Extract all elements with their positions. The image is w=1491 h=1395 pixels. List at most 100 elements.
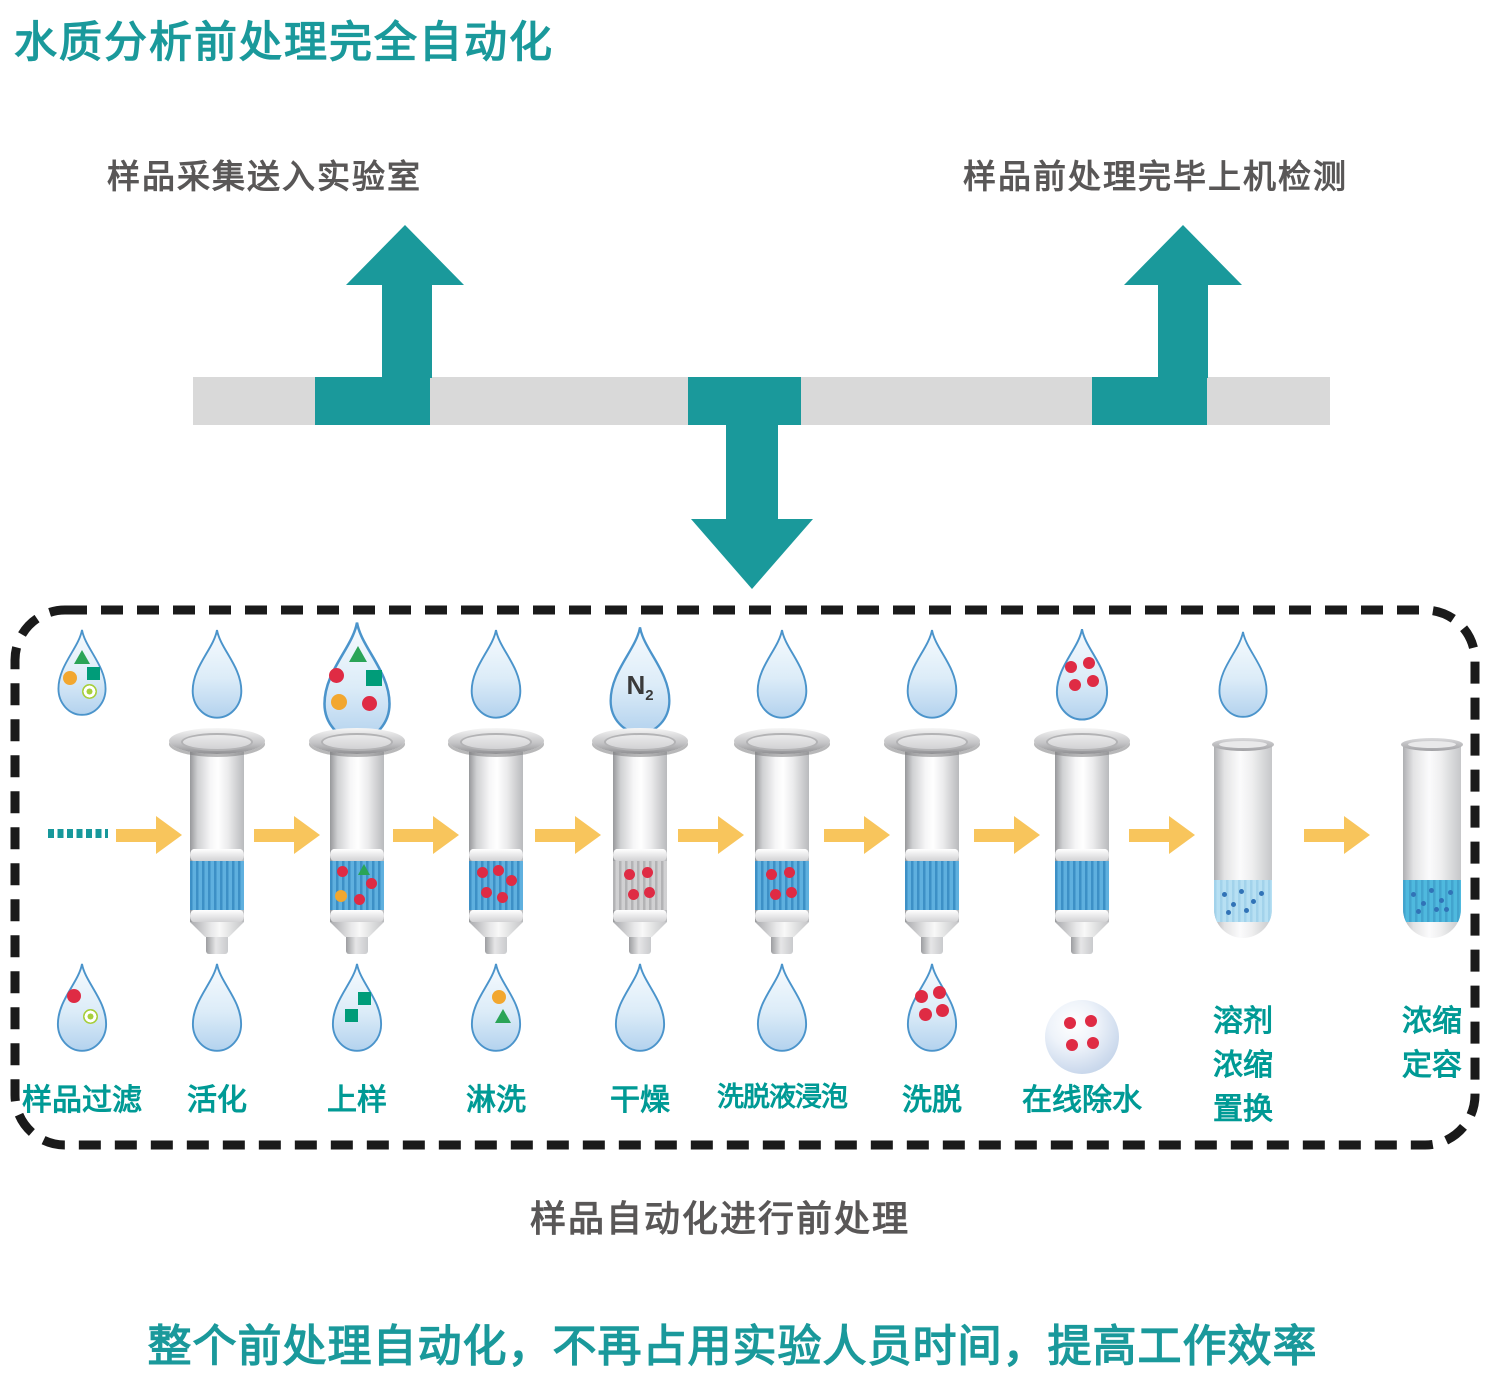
red-dot-icon xyxy=(919,1008,932,1021)
droplet-icon xyxy=(464,628,528,721)
up-arrow-right-stem xyxy=(1158,284,1208,378)
droplet-icon xyxy=(608,962,672,1054)
orange-dot-icon xyxy=(335,890,347,902)
up-arrow-right-base xyxy=(1092,377,1207,425)
red-dot-icon xyxy=(936,1004,949,1017)
red-dot-icon xyxy=(1087,675,1099,687)
green-square-icon xyxy=(87,667,100,680)
nitrogen-droplet-icon: N2 xyxy=(600,625,680,737)
tube-liquid xyxy=(1214,880,1272,922)
red-dot-icon xyxy=(493,865,504,876)
red-dot-icon xyxy=(766,869,777,880)
sorbent-band-dry xyxy=(613,861,667,910)
red-dot-icon xyxy=(497,892,508,903)
spe-cartridge xyxy=(448,728,544,958)
red-dot-icon xyxy=(628,889,639,900)
flow-arrow-icon xyxy=(535,816,601,854)
red-dot-icon xyxy=(624,869,635,880)
red-dot-icon xyxy=(354,894,365,905)
green-triangle-icon xyxy=(74,650,90,664)
sample-droplet-icon xyxy=(51,628,113,718)
ring-dot-icon xyxy=(83,1009,98,1024)
step-label: 在线除水 xyxy=(1022,1084,1142,1117)
sorbent-band xyxy=(190,861,244,910)
up-arrow-left-icon xyxy=(346,225,464,285)
red-dot-icon xyxy=(915,990,928,1003)
droplet-icon xyxy=(900,628,964,721)
spe-cartridge xyxy=(169,728,265,958)
spe-cartridge xyxy=(1034,728,1130,958)
green-square-icon xyxy=(358,992,371,1005)
red-dot-icon xyxy=(1066,1039,1078,1051)
process-dashed-box xyxy=(10,605,1480,1150)
down-arrow-stem xyxy=(726,425,778,520)
spe-cartridge xyxy=(592,728,688,958)
page-title: 水质分析前处理完全自动化 xyxy=(14,19,554,67)
up-arrow-left-stem xyxy=(382,284,432,378)
red-dot-icon xyxy=(1064,1017,1076,1029)
red-dot-icon xyxy=(644,887,655,898)
cartridge-cap xyxy=(884,728,980,754)
droplet-icon xyxy=(1212,630,1274,720)
red-dot-icon xyxy=(1069,679,1081,691)
down-arrow-icon xyxy=(691,519,813,589)
dry-extract-sphere-icon xyxy=(1045,1000,1119,1074)
flow-arrow-icon xyxy=(1129,816,1195,854)
test-tube xyxy=(1401,738,1463,940)
droplet-icon xyxy=(185,628,249,721)
flow-arrow-icon xyxy=(678,816,744,854)
cartridge-barrel xyxy=(190,741,244,922)
sample-droplet-icon xyxy=(312,620,402,744)
process-caption: 样品自动化进行前处理 xyxy=(529,1198,910,1239)
cartridge-cap xyxy=(309,728,405,754)
sorbent-band xyxy=(755,861,809,910)
test-tube xyxy=(1212,738,1274,940)
red-dot-icon xyxy=(477,867,488,878)
step-label: 上样 xyxy=(327,1084,387,1117)
red-dot-icon xyxy=(1087,1037,1099,1049)
red-dot-icon xyxy=(786,887,797,898)
green-triangle-icon xyxy=(495,1009,511,1023)
red-dot-icon xyxy=(1083,657,1095,669)
red-dot-icon xyxy=(784,867,795,878)
flow-arrow-icon xyxy=(116,816,182,854)
flow-arrow-icon xyxy=(1304,816,1370,854)
tube-rim xyxy=(1401,738,1463,751)
step-label: 洗脱 xyxy=(902,1084,962,1117)
red-dot-icon xyxy=(1065,661,1077,673)
red-dot-icon xyxy=(642,867,653,878)
down-arrow-base xyxy=(688,377,801,425)
eluate-droplet-icon xyxy=(900,962,964,1054)
ring-dot-icon xyxy=(82,684,97,699)
step-label: 活化 xyxy=(187,1084,247,1117)
filtered-droplet-icon xyxy=(50,962,114,1054)
red-dot-icon xyxy=(770,889,781,900)
green-square-icon xyxy=(345,1009,358,1022)
green-square-icon xyxy=(366,670,382,686)
step-label: 洗脱液浸泡 xyxy=(717,1082,848,1112)
sorbent-band xyxy=(1055,861,1109,910)
nitrogen-label: N2 xyxy=(626,669,654,704)
cartridge-cap xyxy=(169,728,265,754)
step-label-multiline: 浓缩 定容 xyxy=(1402,1005,1462,1082)
orange-dot-icon xyxy=(63,671,77,685)
eluate-droplet-icon xyxy=(1049,627,1115,723)
droplet-icon xyxy=(185,962,249,1054)
up-arrow-right-icon xyxy=(1124,225,1242,285)
droplet-icon xyxy=(464,962,528,1054)
red-dot-icon xyxy=(67,989,81,1003)
flow-arrow-icon xyxy=(254,816,320,854)
flow-arrow-icon xyxy=(824,816,890,854)
cartridge-cap xyxy=(448,728,544,754)
red-dot-icon xyxy=(506,875,517,886)
red-dot-icon xyxy=(329,668,344,683)
step-label: 淋洗 xyxy=(466,1084,526,1117)
step-label-multiline: 溶剂 浓缩 置换 xyxy=(1213,1005,1273,1126)
red-dot-icon xyxy=(362,696,377,711)
red-dot-icon xyxy=(1085,1015,1097,1027)
tube-rim xyxy=(1212,738,1274,751)
flow-arrow-icon xyxy=(393,816,459,854)
red-dot-icon xyxy=(933,986,946,999)
green-triangle-icon xyxy=(358,864,370,875)
